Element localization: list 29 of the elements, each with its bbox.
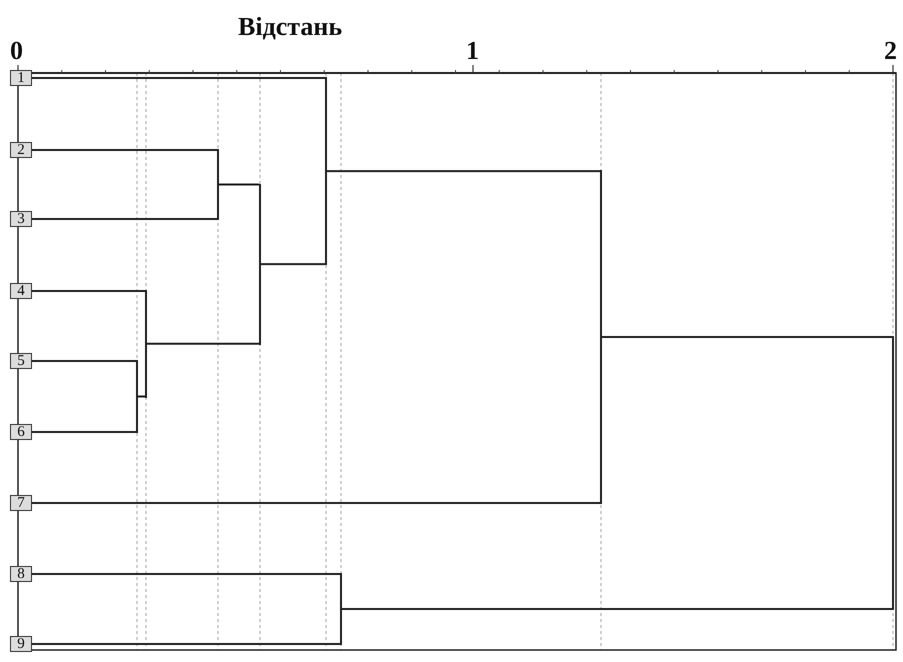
dendrogram-branch: [219, 184, 259, 186]
leaf-label: 7: [10, 495, 32, 511]
dendrogram-branch: [147, 342, 259, 345]
tick-label: 2: [884, 36, 897, 66]
leaf-label: 6: [10, 424, 32, 440]
dendrogram-branch: [32, 502, 600, 504]
leaf-label: 9: [10, 636, 32, 652]
dendrogram-branch: [32, 643, 340, 645]
leaf-label: 1: [10, 70, 32, 86]
axis-title: Відстань: [238, 12, 342, 42]
dendrogram-branch: [32, 431, 136, 433]
dendrogram-branch: [261, 263, 325, 266]
leaf-label: 4: [10, 283, 32, 299]
dendrogram-branch: [138, 396, 145, 398]
tick-label: 0: [10, 36, 23, 66]
tick-label: 1: [466, 36, 479, 66]
dendrogram-branch: [32, 573, 340, 575]
dendrogram-branch: [32, 290, 145, 292]
dendrogram-branch: [32, 149, 217, 151]
leaf-label: 5: [10, 353, 32, 369]
leaf-label: 8: [10, 566, 32, 582]
dendrogram-branch: [342, 608, 892, 610]
dendrogram-branch: [32, 218, 217, 220]
leaf-label: 2: [10, 142, 32, 158]
dendrogram-branch: [32, 360, 136, 362]
dendrogram-branch: [602, 336, 892, 338]
leaf-label: 3: [10, 211, 32, 227]
dendrogram-branch: [32, 77, 325, 79]
dendrogram-branch: [327, 170, 600, 172]
